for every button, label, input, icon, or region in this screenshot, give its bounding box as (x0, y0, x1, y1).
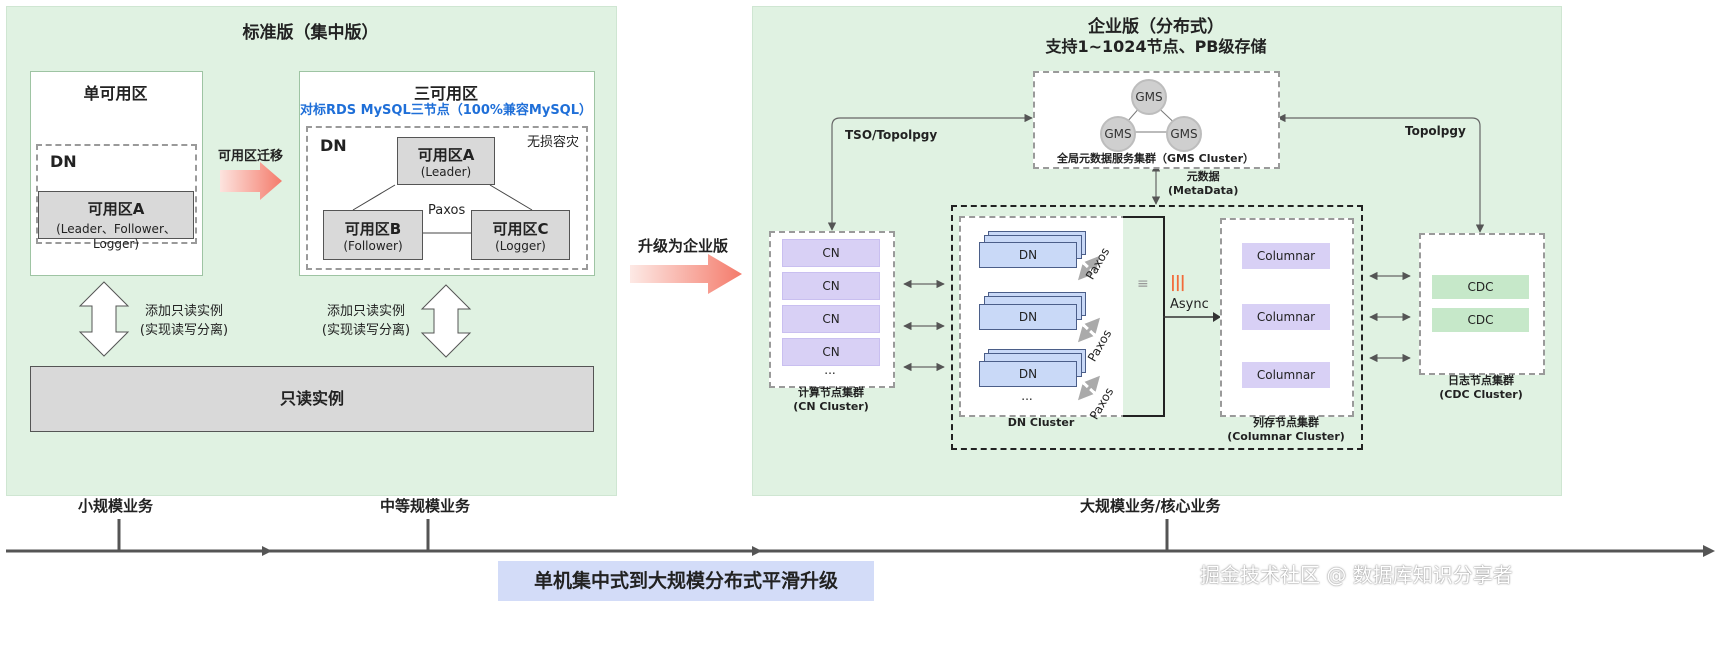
timeline-caption: 单机集中式到大规模分布式平滑升级 (498, 561, 874, 601)
dn-node-3: DN (979, 361, 1077, 387)
three-az-zone-a-role: (Leader) (420, 165, 472, 179)
single-az-zone-a: 可用区A (Leader、Follower、Logger) (38, 191, 194, 251)
cdc-cluster-label-line2: (CDC Cluster) (1439, 388, 1523, 401)
columnar-cluster-label-line2: (Columnar Cluster) (1227, 430, 1345, 443)
readonly-add-line1-right: 添加只读实例 (326, 304, 405, 319)
columnar-node-1: Columnar (1242, 243, 1330, 269)
migrate-arrow (220, 162, 282, 200)
metadata-label-line2: (MetaData) (1168, 184, 1239, 197)
three-az-zone-a-label: 可用区A (417, 146, 475, 164)
three-az-zone-b: 可用区B (Follower) (323, 210, 423, 260)
single-az-zone-a-label: 可用区A (87, 200, 145, 218)
single-az-title: 单可用区 (83, 84, 148, 103)
metadata-label-line1: 元数据 (1186, 170, 1220, 183)
readonly-instance-label: 只读实例 (279, 389, 344, 408)
metadata-label: 元数据 (MetaData) (1168, 170, 1238, 198)
cdc-cluster-box (1419, 233, 1545, 375)
columnar-cluster-label-line1: 列存节点集群 (1253, 416, 1319, 429)
tso-topology-label: TSO/Topolpgy (845, 128, 938, 142)
dn-sync-icon: ≡ (1137, 276, 1149, 292)
three-az-zone-c-label: 可用区C (492, 220, 549, 238)
dn-node-1: DN (979, 242, 1077, 268)
timeline-large-business: 大规模业务/核心业务 (1080, 497, 1221, 515)
async-label: Async (1170, 297, 1209, 312)
readonly-add-label-left: 添加只读实例 (实现读写分离) (134, 300, 234, 338)
single-az-dn-group (36, 144, 197, 244)
gms-node-left: GMS (1100, 116, 1136, 152)
cn-node-1: CN (782, 239, 880, 267)
three-az-zone-b-label: 可用区B (344, 220, 402, 238)
three-az-zone-c-role: (Logger) (495, 239, 546, 253)
three-az-zone-c: 可用区C (Logger) (471, 210, 570, 260)
dn-cluster-label: DN Cluster (1007, 416, 1075, 429)
dn-paxos-arrows (1077, 255, 1101, 401)
cn-node-4: CN (782, 338, 880, 366)
dn-ellipsis: ... (1021, 389, 1033, 403)
three-az-zone-a: 可用区A (Leader) (397, 137, 495, 185)
upgrade-arrow (630, 254, 742, 294)
readonly-add-line1-left: 添加只读实例 (144, 304, 223, 319)
gms-cluster-label: 全局元数据服务集群（GMS Cluster） (1056, 152, 1255, 165)
cdc-cluster-label: 日志节点集群 (CDC Cluster) (1419, 374, 1543, 402)
columnar-cluster-label: 列存节点集群 (Columnar Cluster) (1218, 416, 1354, 444)
three-az-subtitle: 对标RDS MySQL三节点（100%兼容MySQL） (299, 103, 593, 118)
columnar-node-2: Columnar (1242, 304, 1330, 330)
dn-columnar-outer-group (951, 205, 1363, 450)
topology-label: Topolpgy (1405, 124, 1466, 138)
readonly-double-arrow-right (420, 284, 472, 358)
readonly-add-label-right: 添加只读实例 (实现读写分离) (316, 300, 416, 338)
cn-node-2: CN (782, 272, 880, 300)
three-az-dn-group (306, 126, 588, 270)
async-icon: ||| (1170, 272, 1186, 291)
timeline-axis (6, 519, 1715, 557)
dn-node-2: DN (979, 304, 1077, 330)
upgrade-label: 升级为企业版 (638, 237, 729, 255)
dn-sync-bar (1123, 216, 1165, 417)
three-az-paxos-label: Paxos (428, 203, 466, 218)
async-arrow (1163, 312, 1221, 322)
cdc-node-2: CDC (1432, 308, 1529, 332)
standard-edition-title: 标准版（集中版） (242, 23, 379, 43)
three-az-title: 三可用区 (413, 84, 478, 103)
readonly-double-arrow-left (78, 281, 130, 357)
readonly-add-line2-right: (实现读写分离) (321, 323, 411, 338)
readonly-instance-box: 只读实例 (30, 366, 594, 432)
lossless-dr-label: 无损容灾 (527, 135, 580, 150)
single-az-box (30, 71, 203, 276)
three-az-dn-label: DN (320, 136, 347, 155)
single-az-zone-a-roles: (Leader、Follower、Logger) (56, 222, 176, 251)
migrate-label: 可用区迁移 (218, 149, 284, 164)
columnar-node-3: Columnar (1242, 362, 1330, 388)
three-az-zone-b-role: (Follower) (343, 239, 403, 253)
enterprise-edition-subtitle: 支持1~1024节点、PB级存储 (1045, 37, 1267, 56)
cn-cluster-label-line2: (CN Cluster) (793, 400, 869, 413)
cn-ellipsis: ... (824, 363, 836, 377)
enterprise-connectors (827, 113, 1485, 372)
enterprise-edition-title: 企业版（分布式） (1088, 17, 1224, 37)
cdc-cluster-label-line1: 日志节点集群 (1448, 374, 1514, 387)
three-az-links (352, 184, 533, 234)
gms-node-top: GMS (1131, 79, 1167, 115)
readonly-add-line2-left: (实现读写分离) (139, 323, 229, 338)
timeline-medium-business: 中等规模业务 (380, 497, 471, 515)
single-az-dn-label: DN (50, 152, 77, 171)
cdc-node-1: CDC (1432, 275, 1529, 299)
gms-node-right: GMS (1166, 116, 1202, 152)
watermark: 掘金技术社区 @ 数据库知识分享者 (1200, 563, 1513, 587)
cn-node-3: CN (782, 305, 880, 333)
cn-cluster-label: 计算节点集群 (CN Cluster) (770, 386, 892, 414)
timeline-small-business: 小规模业务 (78, 497, 154, 515)
cn-cluster-label-line1: 计算节点集群 (798, 386, 864, 399)
